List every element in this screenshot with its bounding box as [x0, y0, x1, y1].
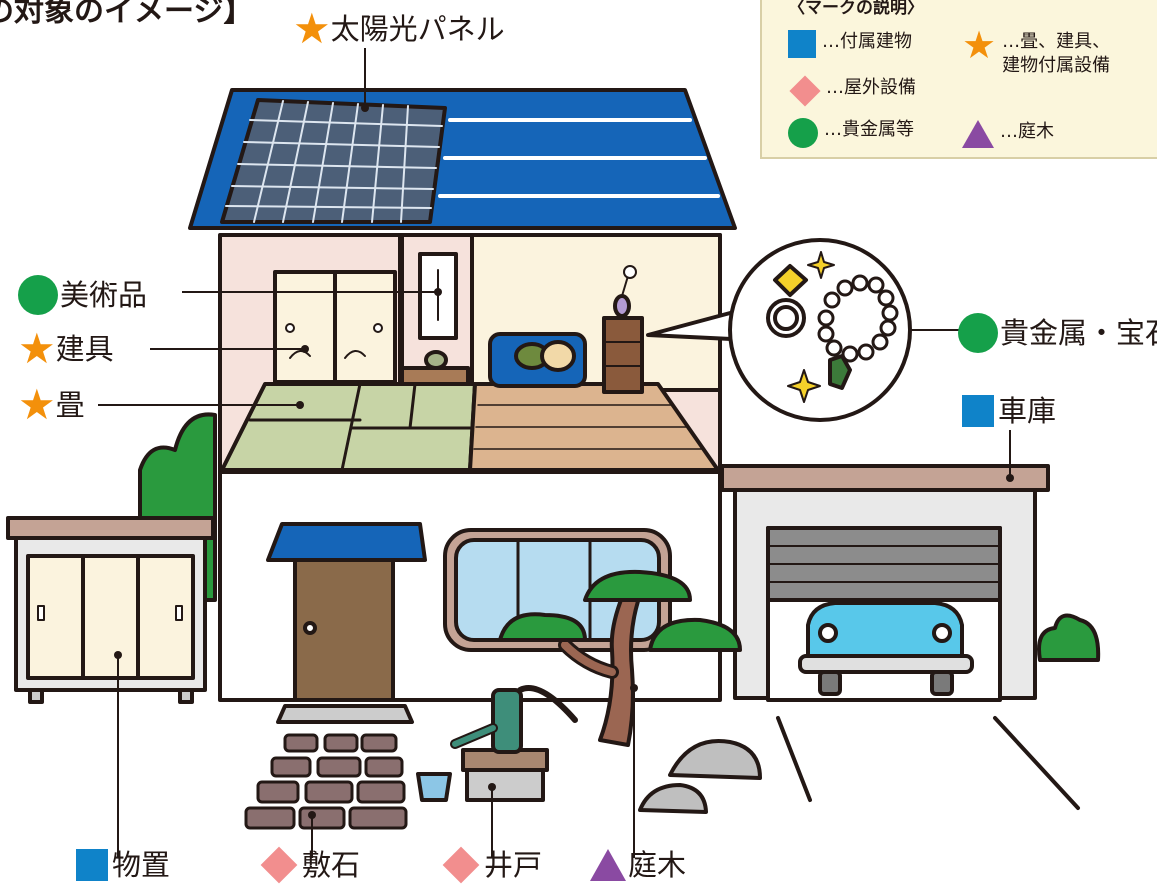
- label-storage: 物置: [76, 848, 170, 882]
- legend-item-outdoor-equipment: …屋外設備: [788, 75, 916, 107]
- pink-diamond-icon: [789, 75, 821, 107]
- label-solar-panel: ★ 太陽光パネル: [293, 4, 505, 53]
- green-circle-icon: [958, 313, 998, 353]
- label-garage: 車庫: [962, 394, 1056, 428]
- label-art: 美術品: [18, 275, 147, 315]
- leader-dots: [114, 104, 1014, 819]
- label-paving: 敷石: [258, 846, 360, 884]
- label-well: 井戸: [440, 846, 542, 884]
- purple-triangle-icon: [962, 120, 994, 148]
- pink-diamond-icon: [260, 846, 298, 884]
- leader-lines: [98, 48, 1011, 858]
- legend-title: 〈マークの説明〉: [788, 0, 924, 18]
- storage-shed: [6, 516, 215, 704]
- green-circle-icon: [18, 275, 58, 315]
- legend-item-precious-metals: …貴金属等: [788, 118, 914, 148]
- blue-square-icon: [788, 30, 816, 58]
- legend-item-attached-building: …付属建物: [788, 30, 912, 58]
- orange-star-icon: ★: [18, 380, 56, 429]
- page-title: の対象のイメージ】: [0, 0, 254, 29]
- blue-square-icon: [76, 849, 108, 881]
- label-jewelry: 貴金属・宝石: [958, 313, 1157, 353]
- purple-triangle-icon: [590, 849, 626, 881]
- label-tree: 庭木: [590, 848, 686, 882]
- blue-square-icon: [962, 395, 994, 427]
- bush-right: [1037, 613, 1101, 662]
- label-fittings: ★ 建具: [18, 324, 114, 373]
- orange-star-icon: ★: [18, 324, 56, 373]
- orange-star-icon: ★: [962, 23, 997, 67]
- legend: 〈マークの説明〉 …付属建物 …屋外設備 …貴金属等 ★ …畳、建具、 建物付属…: [760, 0, 1157, 159]
- pink-diamond-icon: [442, 846, 480, 884]
- orange-star-icon: ★: [293, 4, 331, 53]
- green-circle-icon: [788, 118, 818, 148]
- solar-panel: [220, 98, 447, 224]
- legend-item-garden-trees: …庭木: [962, 120, 1054, 148]
- legend-item-fixtures: ★ …畳、建具、 建物付属設備: [962, 23, 1111, 76]
- garage: [720, 464, 1050, 702]
- label-tatami: ★ 畳: [18, 380, 85, 429]
